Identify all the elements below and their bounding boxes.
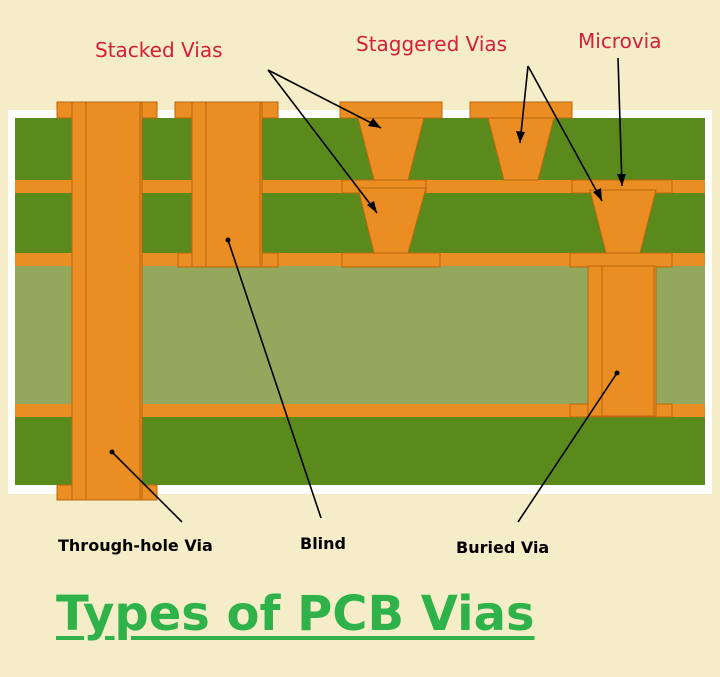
leader-stacked-top [267, 69, 382, 129]
dot-buried [614, 370, 620, 376]
leader-buried [517, 372, 618, 523]
leader-lines [111, 57, 623, 523]
leader-staggered-top [519, 65, 529, 144]
leader-dots [109, 237, 620, 455]
dot-blind [225, 237, 231, 243]
blind-via [174, 101, 279, 268]
leader-stacked-bottom [267, 69, 378, 214]
arrowhead-staggered-bottom [593, 188, 602, 201]
leader-microvia [617, 57, 623, 187]
arrowhead-stacked-bottom [367, 201, 377, 213]
page-title: Types of PCB Vias [56, 586, 535, 642]
label-staggered-vias: Staggered Vias [356, 32, 508, 56]
leader-through-hole [111, 451, 183, 523]
through-hole-via [56, 101, 158, 501]
dot-through-hole [109, 449, 115, 455]
leader-staggered-bottom [527, 65, 603, 202]
label-through-hole-via: Through-hole Via [58, 536, 213, 555]
label-blind: Blind [300, 534, 347, 553]
leader-blind [227, 239, 322, 519]
label-buried-via: Buried Via [456, 538, 550, 557]
label-stacked-vias: Stacked Vias [95, 38, 223, 62]
arrowhead-microvia [617, 174, 626, 186]
buried-via [569, 265, 673, 418]
arrowhead-stacked-top [368, 118, 381, 128]
stacked-vias [339, 101, 443, 268]
microvia [569, 179, 673, 268]
staggered-via-top [469, 101, 573, 181]
arrowheads [367, 118, 626, 213]
copper-layer-4 [15, 404, 705, 417]
arrowhead-staggered-top [516, 131, 525, 143]
label-microvia: Microvia [578, 29, 662, 53]
